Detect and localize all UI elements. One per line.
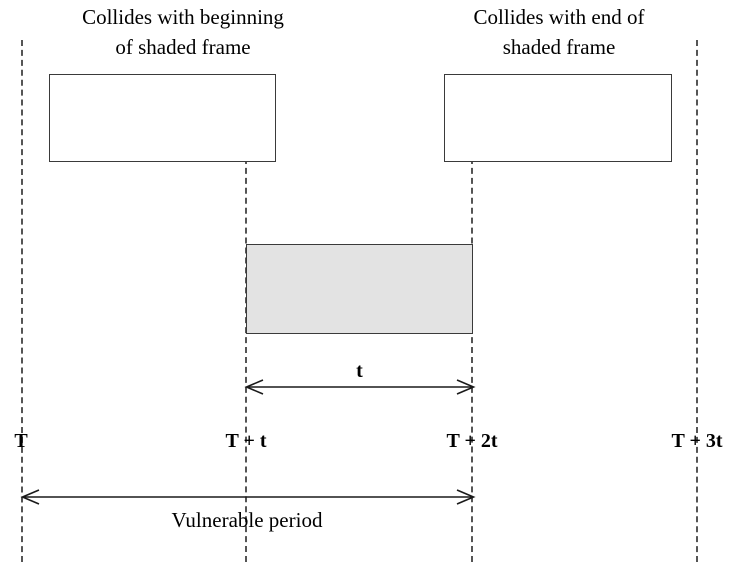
caption-left-line1: Collides with beginning [82,5,284,29]
caption-left-line2: of shaded frame [115,35,251,59]
tick-label-T-plus-2t: T + 2t [446,430,498,452]
tick-label-T-plus-t: T + t [225,430,267,452]
measure-arrow-frame-duration [244,379,476,395]
timeline-marker-T-plus-t [245,148,247,562]
timeline-marker-T-plus-2t [471,148,473,562]
caption-left: Collides with beginning of shaded frame [28,2,338,62]
frame-left [49,74,276,162]
tick-label-T-plus-3t: T + 3t [671,430,723,452]
frame-shaded [246,244,473,334]
timeline-marker-T [21,40,23,562]
measure-label-vulnerable-period: Vulnerable period [171,508,323,532]
timeline-marker-T-plus-3t [696,40,698,562]
measure-label-frame-duration: t [356,360,363,382]
caption-right-line1: Collides with end of [473,5,645,29]
tick-label-T: T [14,430,28,452]
frame-right [444,74,672,162]
measure-arrow-vulnerable-period [20,489,476,505]
caption-right: Collides with end of shaded frame [404,2,714,62]
caption-right-line2: shaded frame [502,35,616,59]
